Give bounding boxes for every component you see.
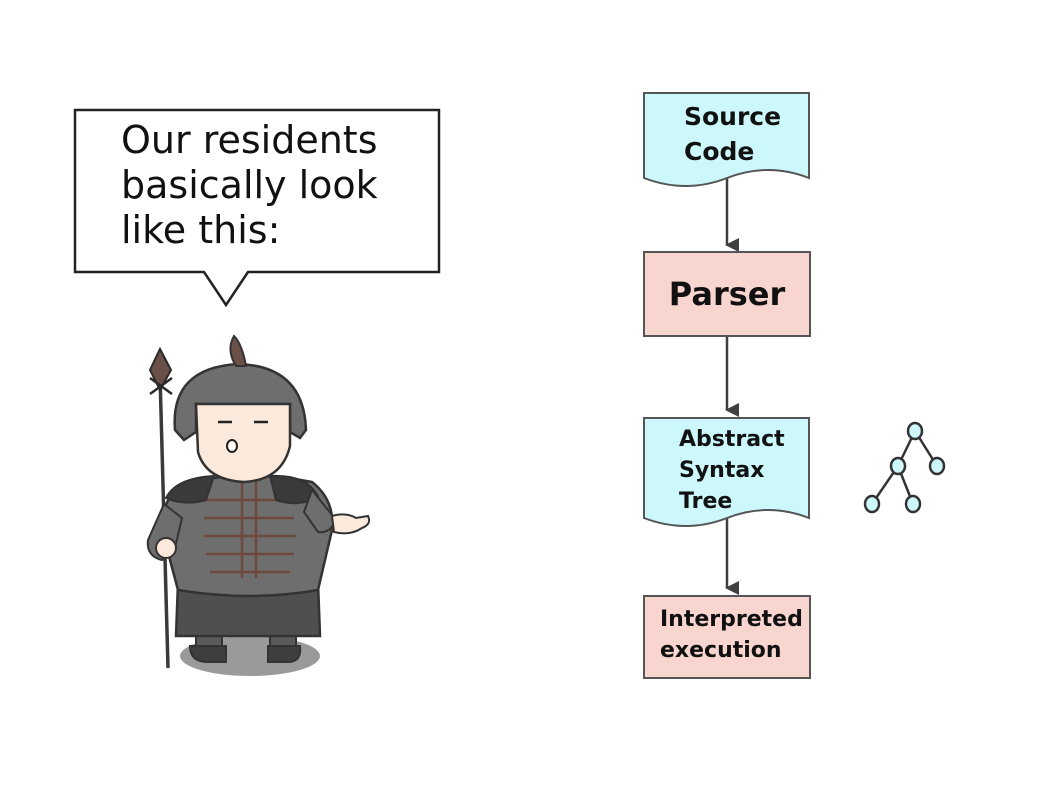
node-ast-label: Abstract Syntax Tree	[679, 424, 805, 517]
node-interpreted-label: Interpreted execution	[660, 604, 810, 666]
armor-plates	[204, 480, 296, 578]
flowchart	[643, 92, 811, 679]
node-source-code	[643, 92, 810, 187]
speech-bubble	[73, 108, 441, 308]
label-line: Tree	[679, 489, 733, 514]
bubble-line-3: like this:	[121, 208, 281, 252]
spear-crossguard	[149, 376, 173, 396]
node-parser	[643, 251, 811, 337]
bubble-line-1: Our residents	[121, 118, 378, 162]
label-line: Interpreted	[660, 607, 803, 632]
armored-soldier-illustration	[146, 334, 371, 676]
helmet	[173, 362, 308, 442]
spear-tip	[148, 346, 173, 393]
helmet-plume	[229, 334, 248, 367]
right-boot	[267, 645, 302, 663]
face	[194, 402, 292, 484]
speech-bubble-text: Our residents basically look like this:	[121, 118, 431, 253]
label-line: Abstract	[679, 427, 785, 452]
right-hand	[330, 513, 371, 535]
node-interpreted-execution	[643, 595, 811, 679]
label-line: Code	[684, 137, 755, 166]
node-parser-label: Parser	[644, 252, 810, 336]
mouth	[226, 439, 238, 453]
label-line: Parser	[668, 275, 786, 313]
bubble-line-2: basically look	[121, 163, 378, 207]
label-line: Syntax	[679, 458, 765, 483]
left-hand	[155, 537, 177, 559]
left-shoulder-pad	[164, 474, 216, 504]
node-abstract-syntax-tree	[643, 417, 810, 527]
label-line: Source	[684, 102, 782, 131]
node-source-code-label: Source Code	[684, 99, 804, 169]
left-boot	[188, 645, 227, 663]
tree-icon	[863, 421, 946, 514]
label-line: execution	[660, 638, 782, 663]
